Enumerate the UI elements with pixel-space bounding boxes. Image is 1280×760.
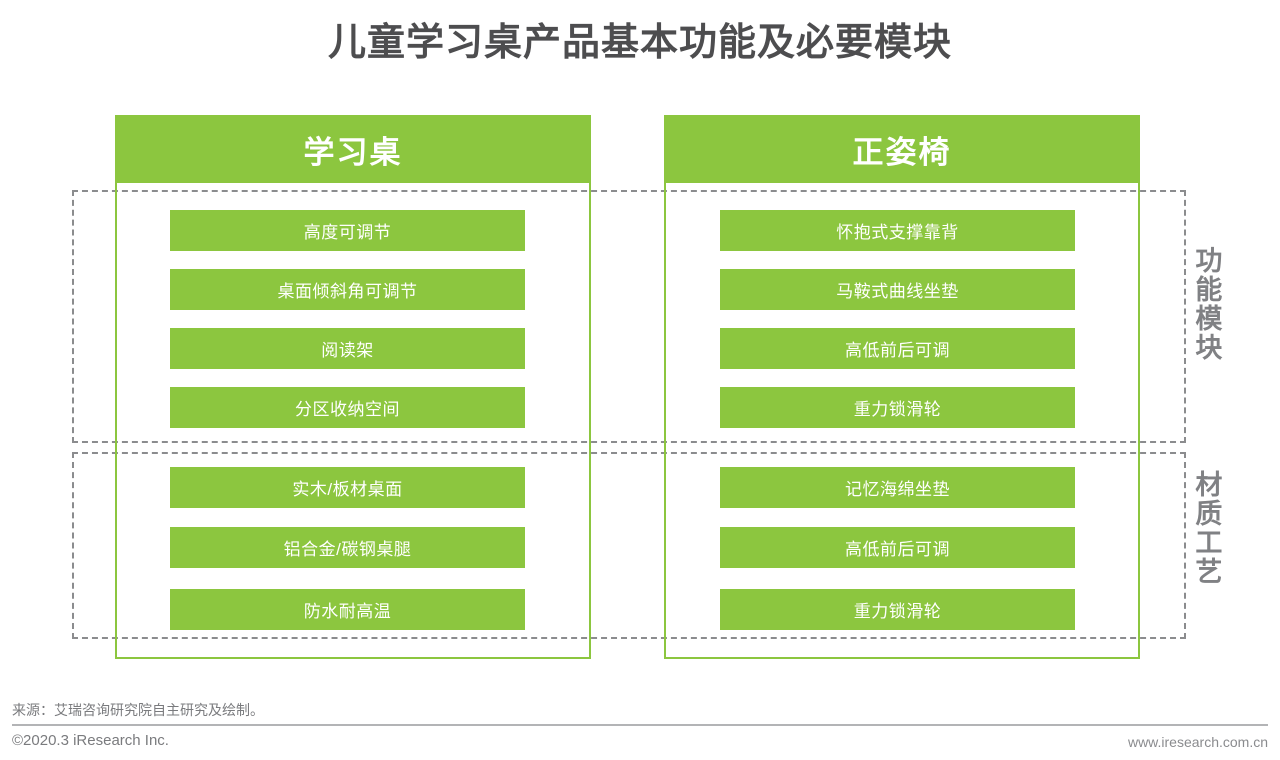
chip-desk-function-3: 阅读架 bbox=[170, 328, 525, 369]
footer-source: 来源：艾瑞咨询研究院自主研究及绘制。 bbox=[12, 702, 264, 718]
chip-desk-material-3: 防水耐高温 bbox=[170, 589, 525, 630]
chip-desk-function-2: 桌面倾斜角可调节 bbox=[170, 269, 525, 310]
chip-chair-function-2: 马鞍式曲线坐垫 bbox=[720, 269, 1075, 310]
column-header-desk: 学习桌 bbox=[115, 115, 591, 183]
column-outline-chair bbox=[664, 182, 1140, 659]
diagram-canvas: 学习桌 正姿椅 高度可调节 桌面倾斜角可调节 阅读架 分区收纳空间 实木/板材桌… bbox=[72, 115, 1222, 659]
section-label-materials: 材质工艺 bbox=[1191, 470, 1222, 586]
chip-chair-material-2: 高低前后可调 bbox=[720, 527, 1075, 568]
page-title: 儿童学习桌产品基本功能及必要模块 bbox=[327, 22, 952, 64]
chip-desk-function-1: 高度可调节 bbox=[170, 210, 525, 251]
footer-url: www.iresearch.com.cn bbox=[1127, 734, 1268, 750]
chip-desk-function-4: 分区收纳空间 bbox=[170, 387, 525, 428]
column-header-chair: 正姿椅 bbox=[664, 115, 1140, 183]
footer: 来源：艾瑞咨询研究院自主研究及绘制。 ©2020.3 iResearch Inc… bbox=[0, 700, 1280, 760]
column-outline-desk bbox=[115, 182, 591, 659]
footer-divider bbox=[12, 724, 1268, 726]
chip-chair-function-1: 怀抱式支撑靠背 bbox=[720, 210, 1075, 251]
footer-copyright: ©2020.3 iResearch Inc. bbox=[12, 732, 169, 749]
chip-chair-function-4: 重力锁滑轮 bbox=[720, 387, 1075, 428]
chip-desk-material-2: 铝合金/碳钢桌腿 bbox=[170, 527, 525, 568]
chip-chair-function-3: 高低前后可调 bbox=[720, 328, 1075, 369]
materials-group-frame bbox=[72, 452, 1186, 639]
chip-desk-material-1: 实木/板材桌面 bbox=[170, 467, 525, 508]
chip-chair-material-1: 记忆海绵坐垫 bbox=[720, 467, 1075, 508]
functions-group-frame bbox=[72, 190, 1186, 443]
chip-chair-material-3: 重力锁滑轮 bbox=[720, 589, 1075, 630]
section-label-functions: 功能模块 bbox=[1191, 246, 1222, 362]
